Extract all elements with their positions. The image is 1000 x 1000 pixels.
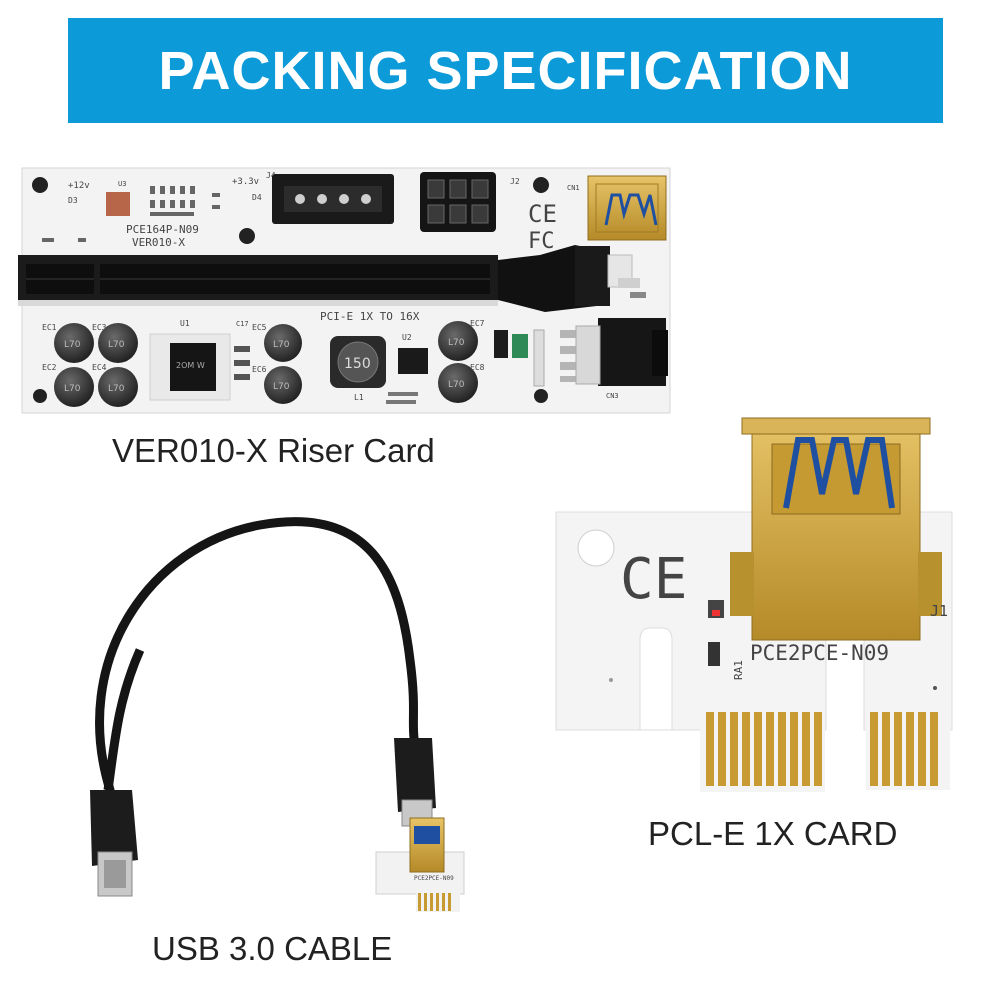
svg-text:L70: L70 <box>108 384 125 394</box>
silk-l1: L1 <box>354 393 364 402</box>
silk-12v: +12v <box>68 181 90 191</box>
pcie-silk-ra1: RA1 <box>732 660 745 680</box>
svg-text:EC3: EC3 <box>92 323 107 332</box>
silk-ce: CE <box>528 200 557 228</box>
svg-text:L70: L70 <box>108 340 125 350</box>
usb-a-plug-right <box>394 738 436 827</box>
silk-j2: J2 <box>510 177 520 186</box>
cable-wire <box>95 517 419 795</box>
silk-u3: U3 <box>118 180 126 188</box>
svg-text:2OM W: 2OM W <box>176 361 205 370</box>
pcie-card-caption: PCL-E 1X CARD <box>648 815 898 852</box>
svg-text:EC5: EC5 <box>252 323 267 332</box>
svg-text:L70: L70 <box>448 380 465 390</box>
silk-route: PCI-E 1X TO 16X <box>320 310 420 323</box>
svg-text:PCE2PCE-N09: PCE2PCE-N09 <box>414 875 454 882</box>
silk-fc: FC <box>528 229 555 254</box>
svg-text:150: 150 <box>344 356 371 372</box>
pcie-silk-j1: J1 <box>930 602 948 620</box>
svg-text:L70: L70 <box>64 340 81 350</box>
svg-text:L70: L70 <box>448 338 465 348</box>
svg-text:L70: L70 <box>273 382 290 392</box>
silk-d4: D4 <box>252 193 262 202</box>
silk-33v: +3.3v <box>232 177 259 187</box>
title-banner: PACKING SPECIFICATION <box>68 18 943 123</box>
svg-text:EC7: EC7 <box>470 319 485 328</box>
svg-text:EC4: EC4 <box>92 363 107 372</box>
silk-u2: U2 <box>402 333 412 342</box>
pcie-silk-ce: CE <box>620 547 687 612</box>
svg-text:L70: L70 <box>64 384 81 394</box>
svg-text:EC6: EC6 <box>252 365 267 374</box>
silk-j4: J4 <box>266 171 276 180</box>
mini-pcie-card: PCE2PCE-N09 <box>375 817 465 912</box>
silk-model: PCE164P-N09 <box>126 223 199 236</box>
silk-version: VER010-X <box>132 236 185 249</box>
silk-cn3: CN3 <box>606 392 619 400</box>
svg-text:EC8: EC8 <box>470 363 485 372</box>
silk-u1: U1 <box>180 319 190 328</box>
silk-cn1: CN1 <box>567 184 580 192</box>
banner-title: PACKING SPECIFICATION <box>158 40 853 101</box>
svg-text:EC1: EC1 <box>42 323 57 332</box>
riser-card-caption: VER010-X Riser Card <box>112 432 435 469</box>
svg-text:C17: C17 <box>236 320 249 328</box>
pcie-silk-model: PCE2PCE-N09 <box>750 641 889 665</box>
svg-text:EC2: EC2 <box>42 363 57 372</box>
svg-text:L70: L70 <box>273 340 290 350</box>
cable-caption: USB 3.0 CABLE <box>152 930 393 967</box>
capacitor-group-left: EC1 EC3 EC2 EC4 L70 L70 L70 L70 <box>42 323 138 407</box>
usb-a-plug-left <box>90 790 138 897</box>
silk-d3: D3 <box>68 196 78 205</box>
